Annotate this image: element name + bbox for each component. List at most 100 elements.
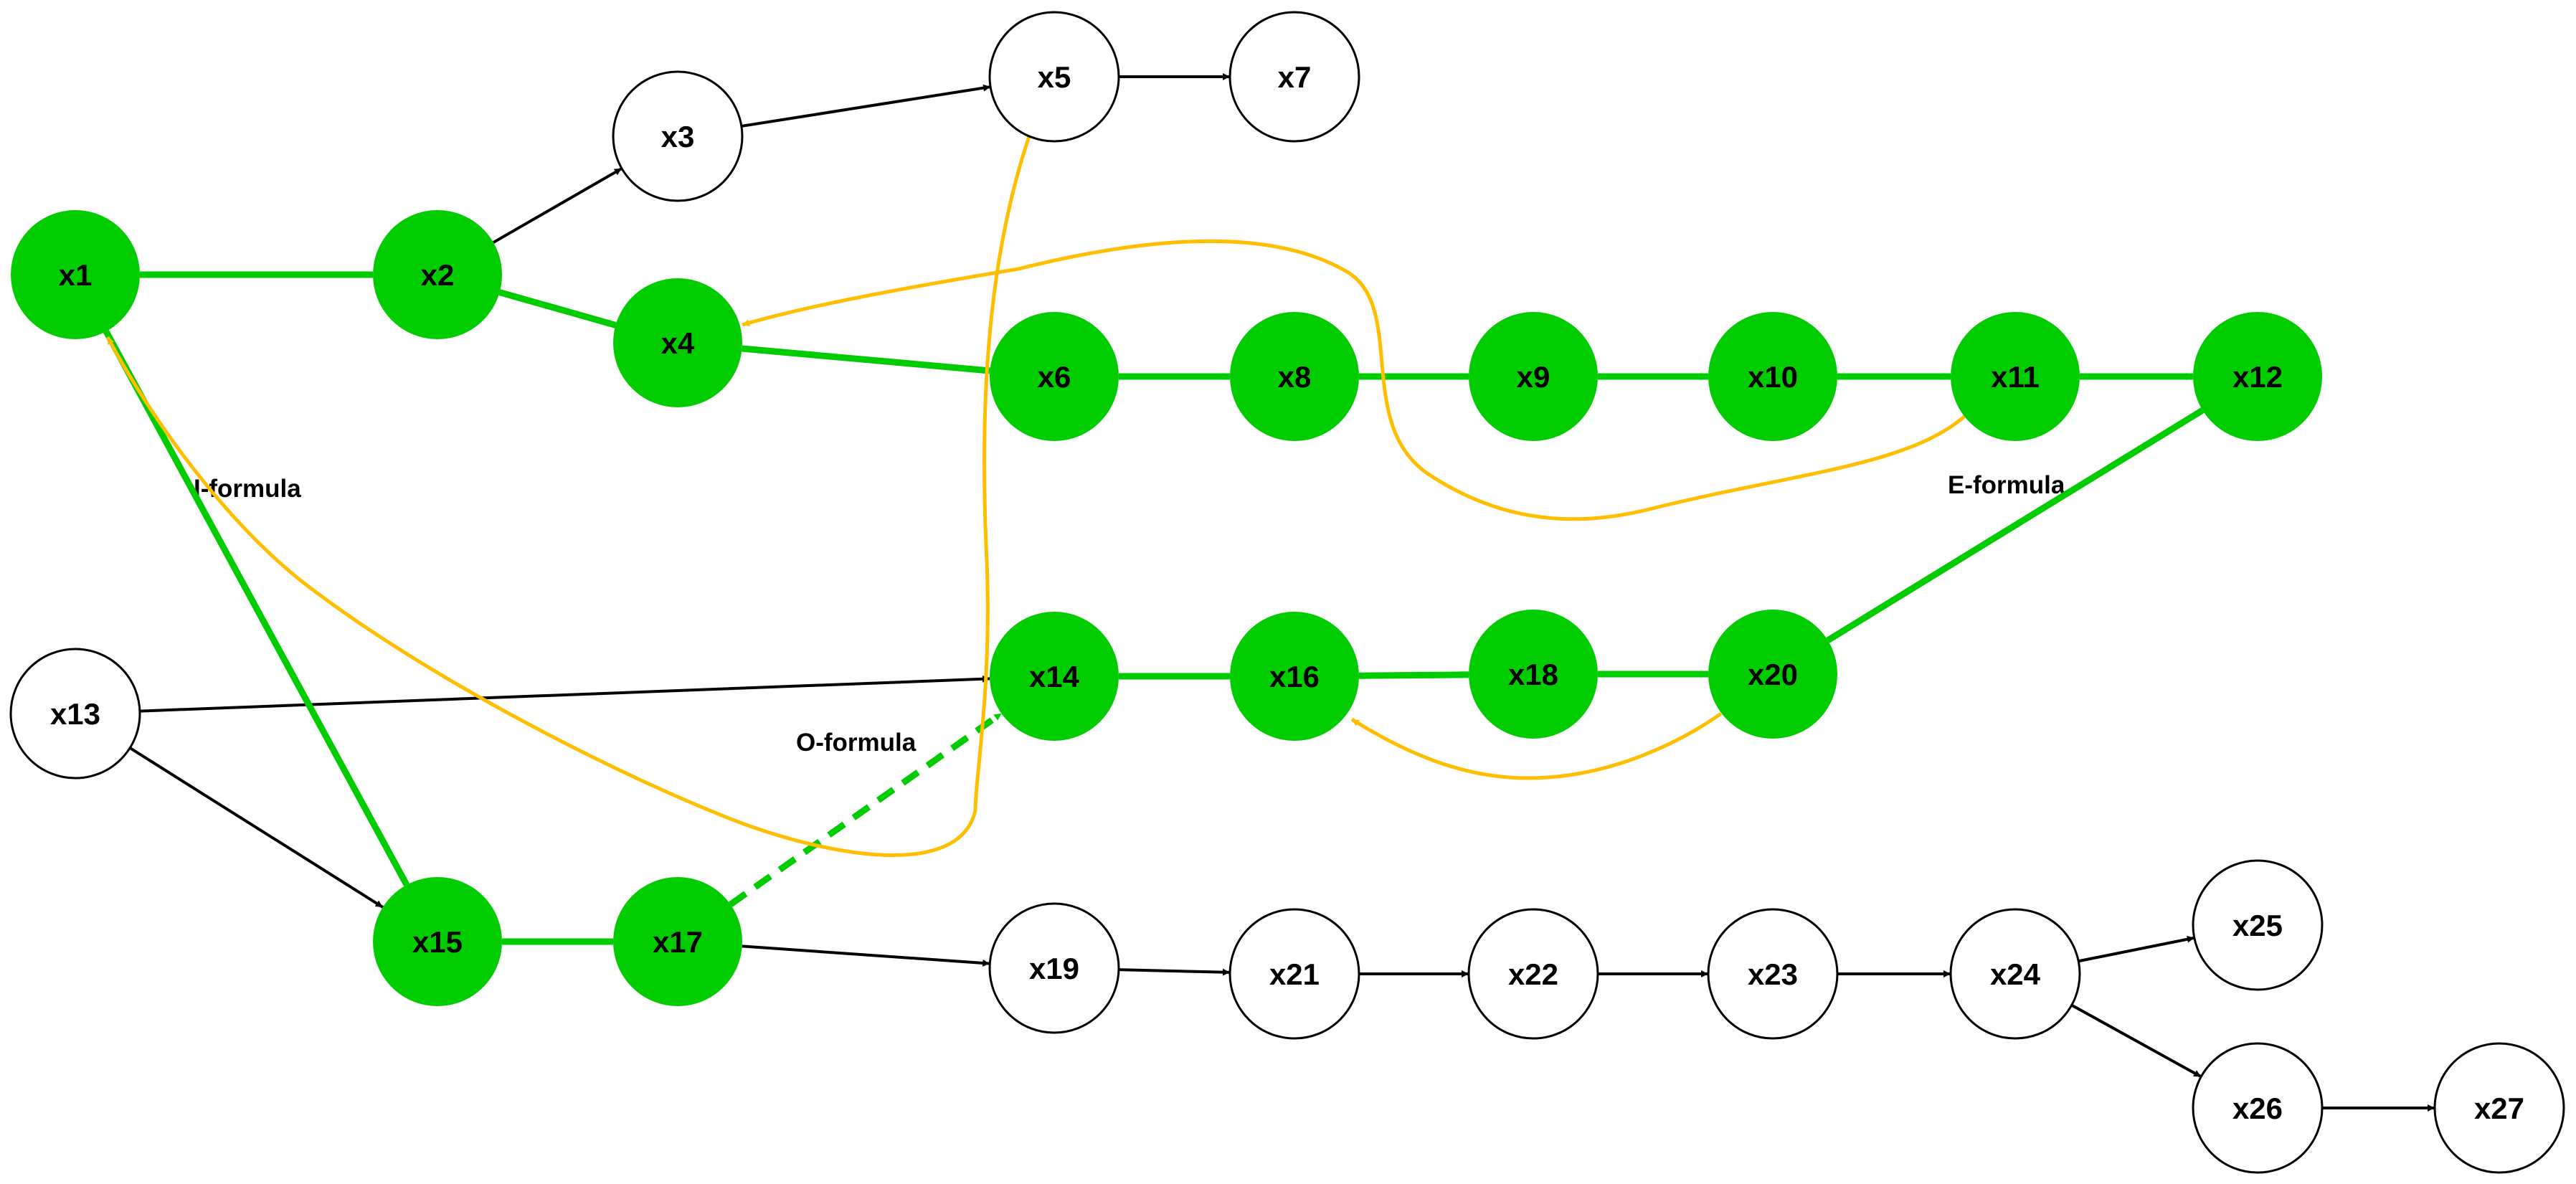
node-x17[interactable]: x17 <box>613 877 742 1006</box>
node-label: x19 <box>1029 952 1079 985</box>
node-circle <box>2192 859 2324 991</box>
node-x13[interactable]: x13 <box>9 648 141 780</box>
node-circle <box>11 210 140 339</box>
node-label: x9 <box>1517 360 1550 394</box>
node-label: x21 <box>1269 957 1320 991</box>
node-x10[interactable]: x10 <box>1708 312 1837 441</box>
node-label: x7 <box>1278 60 1312 94</box>
node-circle <box>1707 908 1839 1040</box>
node-circle <box>9 648 141 780</box>
node-label: x10 <box>1748 360 1798 394</box>
edge-label-e-formula: E-formula <box>1948 471 2065 499</box>
node-x7[interactable]: x7 <box>1228 11 1360 143</box>
node-circle <box>2193 312 2322 441</box>
node-circle <box>1230 612 1359 741</box>
edge-x17-to-x14 <box>728 711 1004 907</box>
node-x2[interactable]: x2 <box>373 210 502 339</box>
node-x9[interactable]: x9 <box>1469 312 1598 441</box>
node-circle <box>1469 610 1598 739</box>
edge-x12-to-x20 <box>1826 407 2205 643</box>
node-label: x27 <box>2474 1091 2524 1125</box>
node-label: x1 <box>59 258 93 292</box>
node-circle <box>1228 11 1360 143</box>
node-circle <box>1469 312 1598 441</box>
node-label: x25 <box>2232 909 2283 942</box>
edge-x13-to-x14 <box>139 675 990 713</box>
node-label: x16 <box>1269 660 1320 693</box>
node-x21[interactable]: x21 <box>1228 908 1360 1040</box>
node-circle <box>1708 610 1837 739</box>
node-circle <box>2433 1042 2565 1174</box>
node-circle <box>373 877 502 1006</box>
node-x24[interactable]: x24 <box>1949 908 2081 1040</box>
node-circle <box>613 278 742 407</box>
edge-x24-to-x26 <box>2070 1003 2202 1079</box>
edge-label-o-formula: O-formula <box>796 729 917 757</box>
node-label: x3 <box>661 120 695 153</box>
node-circle <box>988 902 1120 1034</box>
nodes-layer: x1 x2 x3 x4 x5 x6 x7 x8 x9 x10 x11 x12 x13 x14 x15 x16 x… <box>9 11 2565 1174</box>
node-x23[interactable]: x23 <box>1707 908 1839 1040</box>
node-x1[interactable]: x1 <box>11 210 140 339</box>
node-x8[interactable]: x8 <box>1230 312 1359 441</box>
node-label: x17 <box>653 925 703 959</box>
node-label: x5 <box>1038 60 1071 94</box>
node-x22[interactable]: x22 <box>1467 908 1599 1040</box>
node-label: x6 <box>1038 360 1071 394</box>
node-x12[interactable]: x12 <box>2193 312 2322 441</box>
node-x26[interactable]: x26 <box>2192 1042 2324 1174</box>
node-circle <box>990 312 1119 441</box>
edge-x2-to-x4 <box>498 289 617 328</box>
node-circle <box>1467 908 1599 1040</box>
node-circle <box>1708 312 1837 441</box>
edge-x19-to-x21 <box>1118 968 1231 976</box>
node-circle <box>1951 312 2080 441</box>
node-x11[interactable]: x11 <box>1951 312 2080 441</box>
node-x19[interactable]: x19 <box>988 902 1120 1034</box>
edge-x3-to-x5 <box>741 84 991 128</box>
node-x6[interactable]: x6 <box>990 312 1119 441</box>
node-circle <box>1230 312 1359 441</box>
node-circle <box>2192 1042 2324 1174</box>
node-x16[interactable]: x16 <box>1230 612 1359 741</box>
edge-x1-to-x15 <box>103 329 410 887</box>
node-x18[interactable]: x18 <box>1469 610 1598 739</box>
node-label: x2 <box>421 258 455 292</box>
node-x5[interactable]: x5 <box>988 11 1120 143</box>
edges-layer <box>103 73 2435 1112</box>
node-circle <box>613 877 742 1006</box>
edge-x2-to-x3 <box>492 167 623 244</box>
node-x4[interactable]: x4 <box>613 278 742 407</box>
node-x14[interactable]: x14 <box>990 612 1119 741</box>
edge-x20-to-x16 <box>1350 711 1723 780</box>
node-circle <box>612 70 744 202</box>
node-label: x8 <box>1278 360 1312 394</box>
node-circle <box>988 11 1120 143</box>
node-label: x22 <box>1508 957 1558 991</box>
node-label: x12 <box>2232 360 2283 394</box>
node-circle <box>1228 908 1360 1040</box>
edge-x24-to-x25 <box>2078 935 2195 963</box>
node-label: x18 <box>1508 658 1558 691</box>
edge-x4-to-x6 <box>742 345 990 374</box>
edge-x5-to-x1 <box>105 136 1031 857</box>
node-x27[interactable]: x27 <box>2433 1042 2565 1174</box>
node-label: x20 <box>1748 658 1798 691</box>
node-x3[interactable]: x3 <box>612 70 744 202</box>
node-label: x11 <box>1991 360 2040 394</box>
node-x20[interactable]: x20 <box>1708 610 1837 739</box>
edge-x17-to-x19 <box>742 944 990 967</box>
node-label: x24 <box>1990 957 2041 991</box>
node-label: x23 <box>1748 957 1798 991</box>
edge-x16-to-x18 <box>1358 671 1469 679</box>
node-label: x15 <box>412 925 463 959</box>
node-label: x13 <box>50 697 100 731</box>
node-x25[interactable]: x25 <box>2192 859 2324 991</box>
node-x15[interactable]: x15 <box>373 877 502 1006</box>
node-circle <box>373 210 502 339</box>
node-label: x4 <box>661 326 695 360</box>
edge-x11-to-x4 <box>742 239 1966 521</box>
node-label: x26 <box>2232 1091 2283 1125</box>
node-label: x14 <box>1029 660 1080 693</box>
